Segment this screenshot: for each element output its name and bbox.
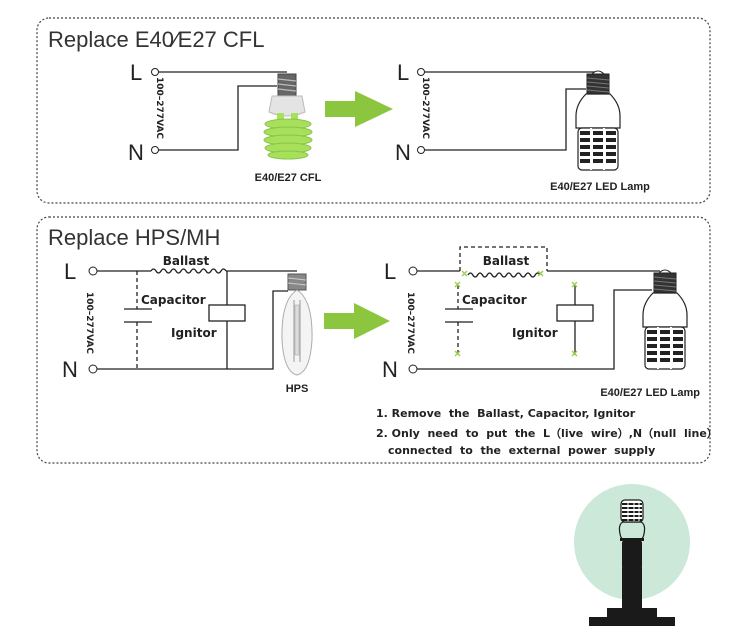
- terminal-l-icon: [417, 68, 425, 76]
- ballast-icon: [150, 268, 227, 274]
- right-arrow-icon: [324, 303, 390, 339]
- ballast-label: Ballast: [163, 254, 210, 268]
- terminal-n-label: N: [395, 140, 411, 165]
- instruction-step-1: 1. Remove the Ballast, Capacitor, Ignito…: [376, 407, 636, 420]
- terminal-l-label: L: [397, 60, 409, 85]
- terminal-l-icon: [408, 266, 418, 276]
- terminal-l-icon: [88, 266, 98, 276]
- neutral-wire: [97, 290, 288, 370]
- capacitor-icon: [124, 308, 152, 323]
- terminal-l-label: L: [64, 259, 76, 284]
- neutral-wire: [417, 289, 652, 370]
- cfl-bulb-icon: [263, 73, 313, 160]
- ballast-icon: [467, 272, 541, 278]
- hps-caption: HPS: [286, 383, 309, 395]
- panel-cfl-border: [36, 17, 711, 204]
- voltage-label: 100–277VAC: [405, 292, 415, 354]
- terminal-n-icon: [417, 146, 425, 154]
- ignitor-label: Ignitor: [171, 326, 217, 340]
- right-arrow-icon: [325, 91, 393, 127]
- voltage-label: 100–277VAC: [154, 77, 164, 139]
- panel-hps-title: Replace HPS/MH: [48, 225, 220, 250]
- led-lamp-fixture-icon: [574, 484, 690, 626]
- voltage-label: 100–277VAC: [420, 77, 430, 139]
- terminal-l-label: L: [384, 259, 396, 284]
- voltage-label: 100–277VAC: [84, 292, 94, 354]
- cfl-caption: E40/E27 CFL: [255, 172, 322, 184]
- cfl-wiring-before: L N 100–277VAC E40/E27 CFL: [128, 60, 322, 184]
- terminal-n-icon: [408, 364, 418, 374]
- panel-hps-border: [36, 216, 711, 464]
- capacitor-label: Capacitor: [462, 293, 527, 307]
- ignitor-label: Ignitor: [512, 326, 558, 340]
- instruction-step-2: 2. Only need to put the L（live wire）,N（n…: [376, 427, 718, 440]
- led-lamp-icon: [642, 269, 688, 370]
- cut-mark-icon: [571, 350, 578, 357]
- cut-mark-icon: [454, 281, 461, 288]
- instruction-step-2-cont: connected to the external power supply: [388, 444, 655, 457]
- ignitor-icon: [556, 304, 594, 322]
- hps-bulb-icon: [281, 273, 313, 376]
- led-lamp-caption: E40/E27 LED Lamp: [550, 181, 650, 193]
- ballast-label: Ballast: [483, 254, 530, 268]
- disconnect-marks: [454, 270, 578, 357]
- capacitor-icon: [445, 308, 473, 323]
- cut-mark-icon: [537, 270, 544, 277]
- ballast-bypass: [459, 246, 548, 271]
- terminal-n-icon: [88, 364, 98, 374]
- terminal-n-label: N: [62, 357, 78, 382]
- panel-cfl-title: Replace E40∕E27 CFL: [48, 27, 264, 52]
- capacitor-label: Capacitor: [141, 293, 206, 307]
- led-lamp-caption: E40/E27 LED Lamp: [600, 387, 700, 399]
- cut-mark-icon: [461, 270, 468, 277]
- terminal-l-label: L: [130, 60, 142, 85]
- hps-wiring-after: L N 100–277VAC Ballast Capacitor Ignitor…: [382, 246, 700, 399]
- terminal-n-label: N: [128, 140, 144, 165]
- terminal-n-label: N: [382, 357, 398, 382]
- cut-mark-icon: [454, 350, 461, 357]
- cut-mark-icon: [571, 281, 578, 288]
- terminal-n-icon: [151, 146, 159, 154]
- terminal-l-icon: [151, 68, 159, 76]
- hps-wiring-before: L N 100–277VAC Ballast Capacitor Ignitor…: [62, 254, 313, 395]
- ignitor-icon: [208, 304, 246, 322]
- led-wiring-after: L N 100–277VAC E40/E27 LED Lamp: [395, 60, 650, 193]
- neutral-wire: [158, 85, 277, 151]
- neutral-wire: [424, 88, 586, 151]
- led-lamp-icon: [575, 70, 621, 171]
